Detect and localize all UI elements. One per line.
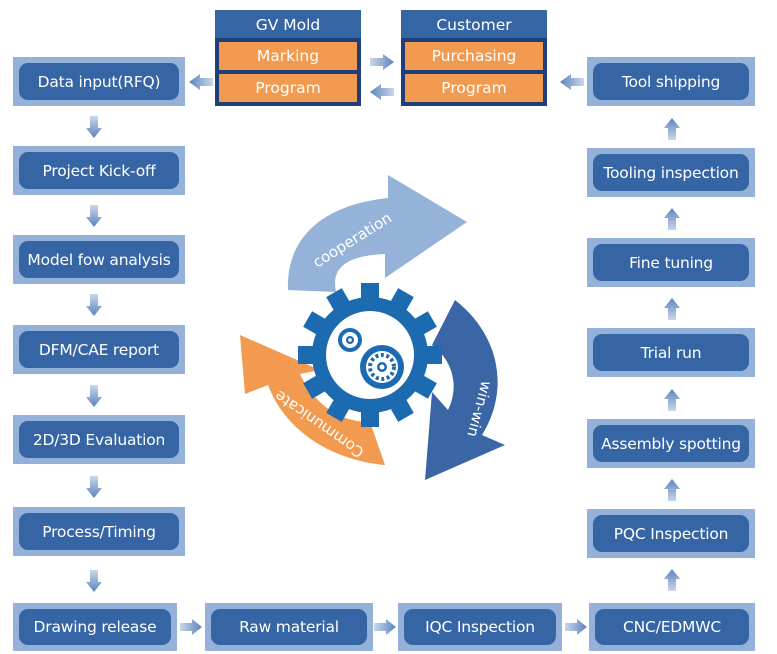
- arrow-right-icon: [370, 54, 394, 70]
- step-tooling-inspection: Tooling inspection: [587, 148, 755, 197]
- cooperation-arrow: [287, 175, 467, 292]
- small-gear-icon: [338, 328, 362, 352]
- step-trial-run: Trial run: [587, 328, 755, 377]
- step-raw-material: Raw material: [205, 603, 373, 651]
- arrow-up-icon: [664, 298, 680, 320]
- gv-mold-program: Program: [219, 74, 357, 102]
- arrow-left-icon: [189, 74, 213, 90]
- arrow-down-icon: [86, 116, 102, 138]
- step-pqc-inspection: PQC Inspection: [587, 509, 755, 558]
- arrow-left-icon: [370, 84, 394, 100]
- arrow-up-icon: [664, 569, 680, 591]
- step-process-timing: Process/Timing: [13, 507, 185, 556]
- step-data-input: Data input(RFQ): [13, 57, 185, 106]
- customer-program: Program: [405, 74, 543, 102]
- arrow-down-icon: [86, 385, 102, 407]
- customer-title: Customer: [401, 10, 547, 38]
- gear-icon: [298, 283, 442, 427]
- step-iqc-inspection: IQC Inspection: [398, 603, 562, 651]
- arrow-down-icon: [86, 205, 102, 227]
- customer-box: Customer Purchasing Program: [401, 10, 547, 106]
- arrow-up-icon: [664, 389, 680, 411]
- arrow-down-icon: [86, 476, 102, 498]
- cycle-diagram: cooperation win-win Communicate: [240, 175, 505, 480]
- step-tool-shipping: Tool shipping: [587, 57, 755, 106]
- communicate-arrow: [240, 335, 385, 465]
- step-model-flow-analysis: Model fow analysis: [13, 235, 185, 284]
- gv-mold-title: GV Mold: [215, 10, 361, 38]
- arrow-left-icon: [560, 74, 584, 90]
- step-cnc-edmwc: CNC/EDMWC: [589, 603, 755, 651]
- gv-mold-box: GV Mold Marking Program: [215, 10, 361, 106]
- step-assembly-spotting: Assembly spotting: [587, 419, 755, 468]
- win-win-arrow: [425, 300, 505, 480]
- step-drawing-release: Drawing release: [13, 603, 177, 651]
- arrow-up-icon: [664, 118, 680, 140]
- arrow-right-icon: [180, 619, 202, 635]
- step-2d-3d-evaluation: 2D/3D Evaluation: [13, 415, 185, 464]
- step-project-kickoff: Project Kick-off: [13, 146, 185, 195]
- medium-gear-icon: [360, 345, 404, 389]
- arrow-down-icon: [86, 294, 102, 316]
- arrow-up-icon: [664, 208, 680, 230]
- step-fine-tuning: Fine tuning: [587, 238, 755, 287]
- arrow-right-icon: [565, 619, 587, 635]
- customer-purchasing: Purchasing: [405, 42, 543, 70]
- step-dfm-cae-report: DFM/CAE report: [13, 325, 185, 374]
- arrow-down-icon: [86, 570, 102, 592]
- arrow-right-icon: [374, 619, 396, 635]
- arrow-up-icon: [664, 479, 680, 501]
- gv-mold-marking: Marking: [219, 42, 357, 70]
